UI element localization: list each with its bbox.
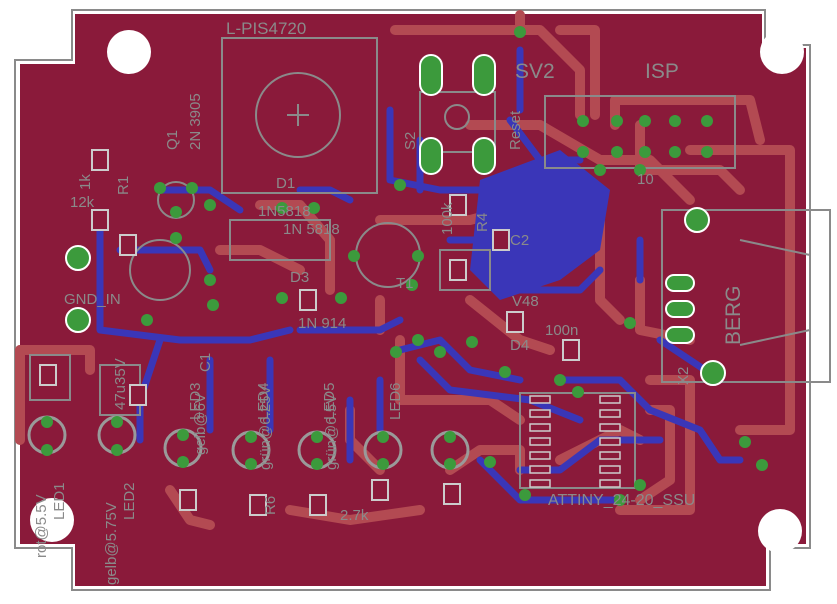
label-d2-type: 1N 5818 (283, 221, 340, 238)
label-t1: T1 (396, 275, 414, 292)
label-r6: R6 (262, 496, 279, 515)
label-100k: 100k (439, 202, 456, 235)
label-r1: R1 (115, 176, 132, 195)
label-v48: V48 (512, 293, 539, 310)
label-d3-type: 1N 914 (298, 315, 346, 332)
label-berg: BERG (722, 285, 745, 345)
label-led5: LED5 (321, 382, 338, 420)
label-gelb1: gelb@5.75V (103, 502, 120, 585)
label-l-pis: L-PIS4720 (226, 19, 306, 38)
label-gruen2: grün@6.5V (323, 394, 340, 470)
mounting-hole-bottom-right (758, 509, 802, 553)
label-attiny: ATTINY_24-20_SSU (548, 492, 695, 509)
label-c1-val: 47u35V (112, 358, 129, 410)
attiny-pads (529, 395, 621, 488)
silkscreen-labels: L-PIS4720 Q1 2N 3905 D1 1N5818 1N 5818 D… (33, 19, 745, 585)
mounting-hole-top-right (760, 30, 804, 74)
label-reset: Reset (507, 110, 524, 150)
label-r4: R4 (474, 213, 491, 232)
label-d3: D3 (290, 269, 309, 286)
label-ten: 10 (637, 171, 654, 188)
isp-header-pads (577, 115, 713, 158)
label-gnd-in: GND_IN (64, 291, 121, 308)
label-gruen1: grün@6.25V (257, 386, 274, 470)
label-led4: LED4 (255, 382, 272, 420)
vias (141, 26, 768, 506)
label-led3: LED3 (187, 382, 204, 420)
label-d1-type: 1N5818 (258, 203, 311, 220)
label-s2: S2 (402, 132, 419, 150)
label-d1: D1 (276, 175, 295, 192)
label-100n: 100n (545, 322, 578, 339)
label-r12k: 12k (70, 194, 95, 211)
led-pads (27, 415, 470, 470)
mounting-hole-top-left (107, 30, 151, 74)
label-led2: LED2 (121, 482, 138, 520)
label-gelb2: gelb@6V (192, 393, 209, 455)
label-c2: C2 (510, 232, 529, 249)
label-q1-type: 2N 3905 (187, 93, 204, 150)
mounting-hole-bottom-left (30, 498, 74, 542)
through-hole-pads (65, 54, 726, 386)
label-sv2: SV2 (515, 60, 555, 83)
label-x2: X2 (675, 367, 692, 385)
bottom-copper-area (470, 150, 610, 300)
label-led1: LED1 (51, 482, 68, 520)
label-led6: LED6 (387, 382, 404, 420)
label-r7k: 2.7k (340, 507, 369, 524)
label-c1: C1 (197, 353, 214, 372)
smd-pads (39, 149, 580, 516)
label-r1k: 1k (77, 174, 94, 190)
label-q1: Q1 (164, 130, 181, 150)
label-isp: ISP (645, 60, 679, 83)
label-d4: D4 (510, 337, 529, 354)
label-rot: rot@5.5V (33, 494, 50, 558)
